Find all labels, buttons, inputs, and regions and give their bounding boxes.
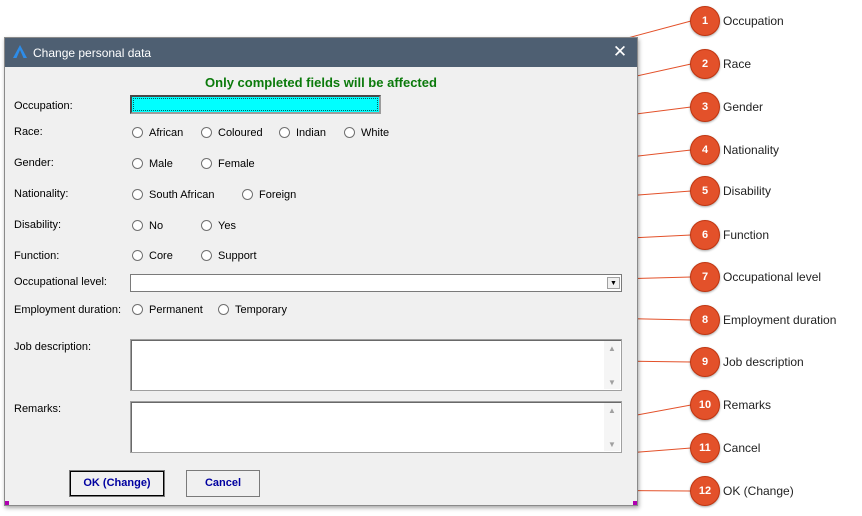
nationality-radio-foreign[interactable] xyxy=(242,189,253,200)
remarks-textarea[interactable]: ▲ ▼ xyxy=(130,401,622,453)
race-option-african[interactable]: African xyxy=(149,127,184,139)
dialog-title: Change personal data xyxy=(33,46,152,60)
function-radio-core[interactable] xyxy=(132,250,143,261)
function-radio-support[interactable] xyxy=(201,250,212,261)
annotation-label-nationality: Nationality xyxy=(723,143,780,157)
annotation-badge-7: 7 xyxy=(690,262,720,292)
gender-option-female[interactable]: Female xyxy=(218,158,255,170)
employment-duration-label: Employment duration: xyxy=(14,304,121,316)
annotation-badge-12: 12 xyxy=(690,476,720,506)
job-description-textarea[interactable]: ▲ ▼ xyxy=(130,339,622,391)
job-description-label: Job description: xyxy=(14,341,92,353)
race-radio-coloured[interactable] xyxy=(201,127,212,138)
nationality-label: Nationality: xyxy=(14,188,69,200)
gender-label: Gender: xyxy=(14,157,54,169)
race-option-indian[interactable]: Indian xyxy=(296,127,326,139)
annotation-label-cancel: Cancel xyxy=(723,441,761,455)
race-radio-white[interactable] xyxy=(344,127,355,138)
annotation-label-race: Race xyxy=(723,57,752,71)
race-option-white[interactable]: White xyxy=(361,127,390,139)
race-radio-african[interactable] xyxy=(132,127,143,138)
nationality-option-foreign[interactable]: Foreign xyxy=(259,189,297,201)
scroll-up-icon[interactable]: ▲ xyxy=(608,344,616,353)
disability-radio-yes[interactable] xyxy=(201,220,212,231)
nationality-option-south-african[interactable]: South African xyxy=(149,189,215,201)
annotation-label-function: Function xyxy=(723,228,770,242)
ok-change-button[interactable]: OK (Change) xyxy=(69,470,165,497)
notice-text: Only completed fields will be affected xyxy=(205,75,437,90)
race-label: Race: xyxy=(14,126,43,138)
race-radio-indian[interactable] xyxy=(279,127,290,138)
disability-label: Disability: xyxy=(14,219,62,231)
employment-option-permanent[interactable]: Permanent xyxy=(149,304,203,316)
annotation-label-occupational-level: Occupational level xyxy=(723,270,822,284)
race-option-coloured[interactable]: Coloured xyxy=(218,127,263,139)
annotation-label-ok-change: OK (Change) xyxy=(723,484,794,498)
disability-option-yes[interactable]: Yes xyxy=(218,220,236,232)
focus-rectangle xyxy=(133,98,378,111)
close-icon[interactable]: ✕ xyxy=(612,42,628,61)
remarks-scrollbar[interactable]: ▲ ▼ xyxy=(604,403,620,451)
scroll-down-icon[interactable]: ▼ xyxy=(608,440,616,449)
annotation-badge-8: 8 xyxy=(690,305,720,335)
scroll-down-icon[interactable]: ▼ xyxy=(608,378,616,387)
cancel-button[interactable]: Cancel xyxy=(186,470,260,497)
resize-corner-marker xyxy=(5,501,9,505)
employment-radio-permanent[interactable] xyxy=(132,304,143,315)
job-description-scrollbar[interactable]: ▲ ▼ xyxy=(604,341,620,389)
annotation-label-gender: Gender xyxy=(723,100,764,114)
occupation-label: Occupation: xyxy=(14,100,73,112)
employment-radio-temporary[interactable] xyxy=(218,304,229,315)
annotation-badge-6: 6 xyxy=(690,220,720,250)
annotation-badge-11: 11 xyxy=(690,433,720,463)
gender-radio-female[interactable] xyxy=(201,158,212,169)
dropdown-arrow-icon[interactable]: ▼ xyxy=(607,277,620,289)
disability-radio-no[interactable] xyxy=(132,220,143,231)
gender-radio-male[interactable] xyxy=(132,158,143,169)
disability-option-no[interactable]: No xyxy=(149,220,164,232)
function-option-core[interactable]: Core xyxy=(149,250,173,262)
function-label: Function: xyxy=(14,250,60,262)
occupation-input[interactable] xyxy=(130,95,381,114)
app-logo-icon xyxy=(13,45,27,58)
annotation-badge-4: 4 xyxy=(690,135,720,165)
remarks-label: Remarks: xyxy=(14,403,62,415)
occupational-level-label: Occupational level: xyxy=(14,276,107,288)
annotation-label-employment-duration: Employment duration xyxy=(723,313,837,327)
annotation-badge-9: 9 xyxy=(690,347,720,377)
gender-option-male[interactable]: Male xyxy=(149,158,173,170)
occupational-level-select[interactable] xyxy=(130,274,622,292)
scroll-up-icon[interactable]: ▲ xyxy=(608,406,616,415)
annotation-badge-2: 2 xyxy=(690,49,720,79)
annotation-label-remarks: Remarks xyxy=(723,398,772,412)
annotation-badge-1: 1 xyxy=(690,6,720,36)
nationality-radio-south-african[interactable] xyxy=(132,189,143,200)
resize-corner-marker xyxy=(633,501,637,505)
annotation-label-job-description: Job description xyxy=(723,355,804,369)
employment-option-temporary[interactable]: Temporary xyxy=(235,304,287,316)
annotation-label-disability: Disability xyxy=(723,184,772,198)
function-option-support[interactable]: Support xyxy=(218,250,257,262)
title-bar[interactable]: Change personal data ✕ xyxy=(5,38,637,67)
annotation-badge-5: 5 xyxy=(690,176,720,206)
annotation-badge-10: 10 xyxy=(690,390,720,420)
annotation-label-occupation: Occupation xyxy=(723,14,784,28)
annotation-badge-3: 3 xyxy=(690,92,720,122)
change-personal-data-dialog: Change personal data ✕ Only completed fi… xyxy=(4,37,638,506)
